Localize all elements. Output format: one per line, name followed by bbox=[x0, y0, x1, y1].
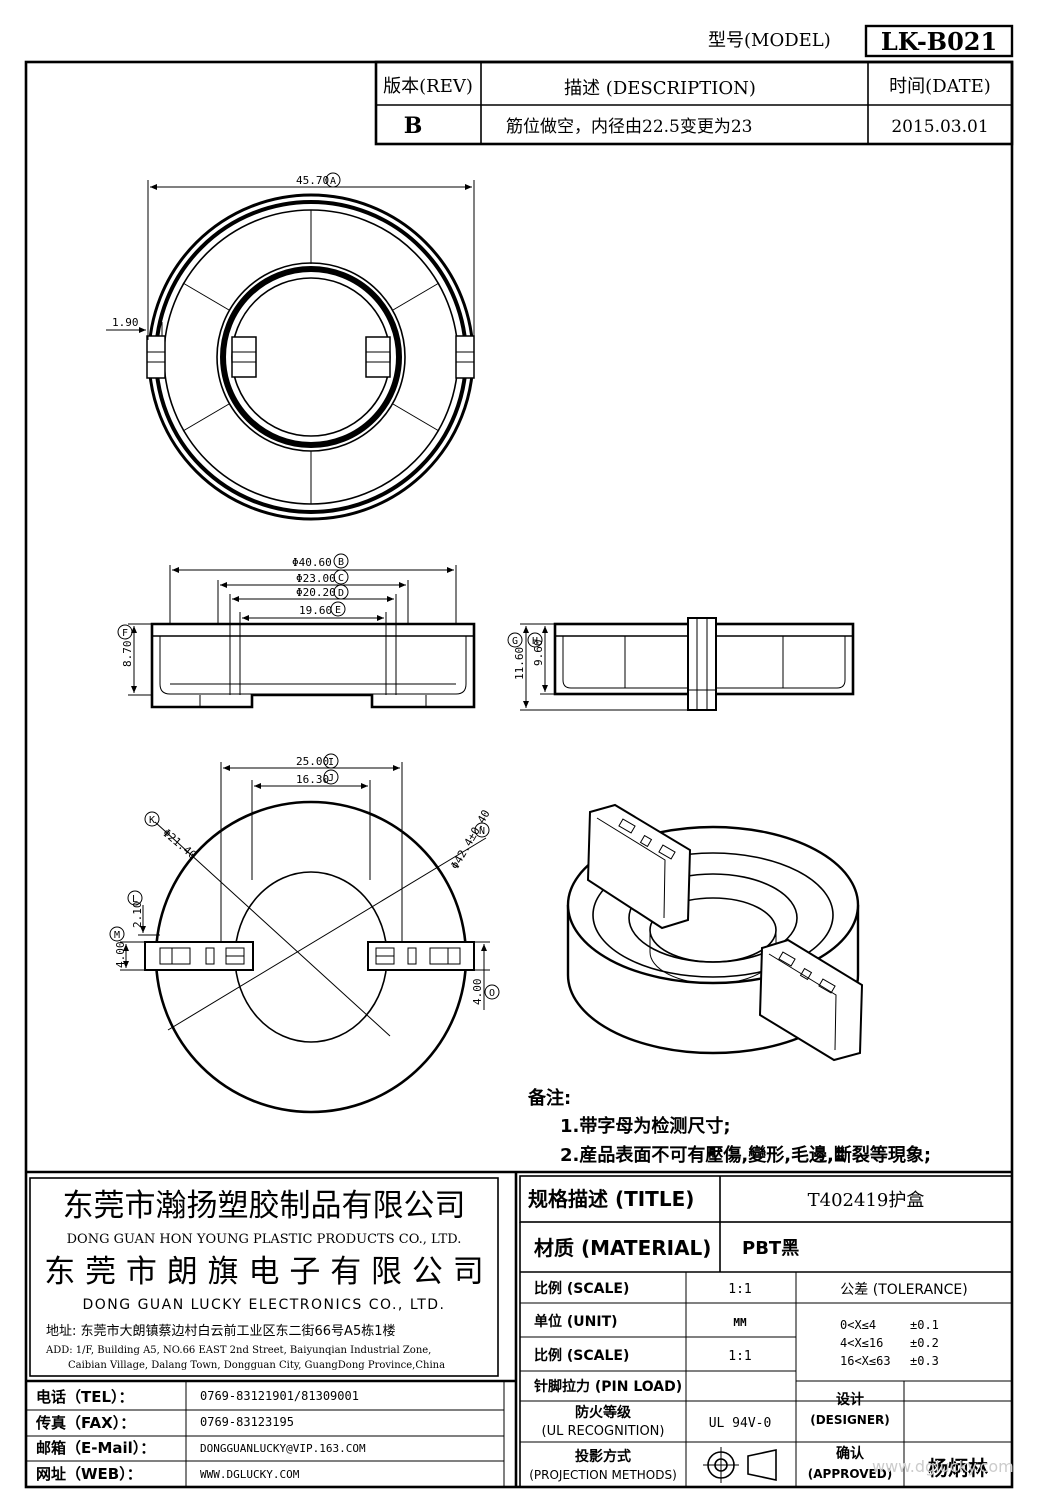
tol-range-2: 4<X≤16 bbox=[840, 1336, 883, 1350]
company-name-2: 东 莞 市 朗 旗 电 子 有 限 公 司 bbox=[44, 1254, 484, 1290]
dim-k: Φ21.40 bbox=[160, 826, 199, 862]
dim-n-tag: N bbox=[479, 826, 485, 837]
designer-label-2: (DESIGNER) bbox=[810, 1413, 890, 1427]
dim-g: 11.60 bbox=[513, 647, 526, 680]
tel-value: 0769-83121901/81309001 bbox=[200, 1389, 359, 1403]
desc-header: 描述 (DESCRIPTION) bbox=[564, 78, 756, 99]
notes-title: 备注: bbox=[527, 1087, 571, 1109]
revision-table: 版本(REV) 描述 (DESCRIPTION) 时间(DATE) B 筋位做空… bbox=[374, 60, 1014, 146]
dim-left-gap: 1.90 bbox=[112, 316, 139, 329]
unit-label: 单位 (UNIT) bbox=[534, 1313, 618, 1330]
dim-c-tag: C bbox=[338, 573, 344, 584]
front-view: Φ40.60 B Φ23.00 C Φ20.20 D 19.60 E 8.70 … bbox=[117, 553, 476, 709]
model-box bbox=[864, 24, 1014, 58]
scale-value: 1:1 bbox=[728, 1282, 751, 1297]
ul-value: UL 94V-0 bbox=[709, 1416, 772, 1431]
tel-label: 电话（TEL）： bbox=[36, 1388, 134, 1406]
title-value: T402419护盒 bbox=[808, 1190, 925, 1211]
material-value: PBT黑 bbox=[742, 1238, 799, 1259]
dim-a-tag: A bbox=[330, 176, 336, 187]
note-2: 2.産品表面不可有壓傷,變形,毛邊,斷裂等現象; bbox=[560, 1144, 931, 1166]
tolerance-label: 公差 (TOLERANCE) bbox=[840, 1282, 967, 1298]
web-value: WWW.DGLUCKY.COM bbox=[200, 1468, 300, 1481]
dim-e: 19.60 bbox=[299, 604, 332, 617]
dim-i: 25.00 bbox=[296, 755, 329, 768]
dim-o: 4.00 bbox=[471, 979, 484, 1006]
scale-label: 比例 (SCALE) bbox=[534, 1280, 629, 1297]
dim-e-tag: E bbox=[335, 605, 341, 616]
dim-j-tag: J bbox=[328, 773, 334, 784]
tol-value-3: ±0.3 bbox=[910, 1354, 939, 1368]
dim-n: Φ42.4±0.40 bbox=[448, 808, 492, 872]
dim-c: Φ23.00 bbox=[296, 572, 336, 585]
tol-value-1: ±0.1 bbox=[910, 1318, 939, 1332]
proj-label-1: 投影方式 bbox=[575, 1448, 631, 1465]
web-label: 网址（WEB）： bbox=[36, 1465, 142, 1483]
tol-range-3: 16<X≤63 bbox=[840, 1354, 891, 1368]
model-label: 型号(MODEL) bbox=[708, 30, 831, 51]
company-name-2-en: DONG GUAN LUCKY ELECTRONICS CO., LTD. bbox=[83, 1297, 446, 1313]
email-label: 邮箱（E-Mail）： bbox=[36, 1439, 155, 1457]
dim-a: 45.70 bbox=[296, 174, 329, 187]
dim-o-tag: O bbox=[489, 988, 495, 999]
dim-i-tag: I bbox=[328, 757, 334, 768]
note-1: 1.带字母为检测尺寸; bbox=[560, 1115, 731, 1137]
dim-h-tag: H bbox=[532, 636, 538, 647]
rev-date: 2015.03.01 bbox=[891, 117, 988, 137]
dim-m: 4.00 bbox=[114, 942, 127, 969]
dim-b-tag: B bbox=[338, 557, 344, 568]
dim-k-tag: K bbox=[149, 815, 155, 826]
address-en-2: Caibian Village, Dalang Town, Dongguan C… bbox=[68, 1360, 445, 1371]
dim-l-tag: L bbox=[132, 894, 138, 905]
scale2-label: 比例 (SCALE) bbox=[534, 1347, 629, 1364]
dim-l: 2.10 bbox=[131, 902, 144, 929]
title-label: 规格描述 (TITLE) bbox=[528, 1187, 694, 1211]
isometric-view bbox=[566, 803, 864, 1062]
notes: 备注: 1.带字母为检测尺寸; 2.産品表面不可有壓傷,變形,毛邊,斷裂等現象; bbox=[527, 1087, 931, 1166]
approved-label-2: (APPROVED) bbox=[808, 1467, 892, 1481]
fax-value: 0769-83123195 bbox=[200, 1415, 294, 1429]
company-name-1-en: DONG GUAN HON YOUNG PLASTIC PRODUCTS CO.… bbox=[67, 1232, 462, 1247]
title-block: 东莞市瀚扬塑胶制品有限公司 DONG GUAN HON YOUNG PLASTI… bbox=[26, 1170, 1013, 1487]
dim-d-tag: D bbox=[338, 588, 344, 599]
designer-label-1: 设计 bbox=[836, 1391, 864, 1408]
projection-symbol bbox=[703, 1447, 777, 1483]
top-view: 45.70 A 1.90 bbox=[106, 172, 475, 521]
rev-value: B bbox=[404, 113, 423, 139]
date-header: 时间(DATE) bbox=[889, 76, 991, 97]
dim-f: 8.70 bbox=[121, 641, 134, 668]
fax-label: 传真（FAX）： bbox=[35, 1414, 135, 1432]
unit-value: MM bbox=[733, 1316, 747, 1329]
address-en-1: ADD: 1/F, Building A5, NO.66 EAST 2nd St… bbox=[45, 1345, 431, 1356]
company-name-1: 东莞市瀚扬塑胶制品有限公司 bbox=[63, 1188, 466, 1224]
approved-label-1: 确认 bbox=[836, 1445, 865, 1462]
model-value: LK-B021 bbox=[881, 27, 997, 56]
dim-d: Φ20.20 bbox=[296, 586, 336, 599]
rev-header: 版本(REV) bbox=[383, 76, 473, 97]
watermark: www.dglucky.com bbox=[872, 1457, 1014, 1476]
tol-value-2: ±0.2 bbox=[910, 1336, 939, 1350]
scale2-value: 1:1 bbox=[728, 1349, 751, 1364]
material-label: 材质 (MATERIAL) bbox=[534, 1236, 711, 1260]
approved-value: 杨炳林 bbox=[928, 1456, 988, 1480]
dim-g-tag: G bbox=[512, 636, 518, 647]
dim-h: 9.60 bbox=[532, 640, 545, 667]
ul-label-1: 防火等级 bbox=[575, 1404, 632, 1421]
dim-b: Φ40.60 bbox=[292, 556, 332, 569]
address-cn: 地址: 东莞市大朗镇蔡边村白云前工业区东二街66号A5栋1楼 bbox=[46, 1323, 396, 1339]
dim-m-tag: M bbox=[114, 930, 120, 941]
side-view: 11.60 G 9.60 H bbox=[507, 617, 855, 711]
proj-label-2: (PROJECTION METHODS) bbox=[529, 1468, 677, 1482]
dim-f-tag: F bbox=[122, 628, 128, 639]
rev-description: 筋位做空，内径由22.5变更为23 bbox=[506, 117, 752, 137]
bottom-view: 25.00 I 16.30 J Φ21.40 K Φ42.4±0.40 N 2.… bbox=[109, 753, 500, 1114]
dim-j: 16.30 bbox=[296, 773, 329, 786]
email-value: DONGGUANLUCKY@VIP.163.COM bbox=[200, 1442, 366, 1455]
pinload-label: 针脚拉力 (PIN LOAD) bbox=[533, 1378, 682, 1395]
ul-label-2: (UL RECOGNITION) bbox=[542, 1424, 665, 1439]
tol-range-1: 0<X≤4 bbox=[840, 1318, 876, 1332]
